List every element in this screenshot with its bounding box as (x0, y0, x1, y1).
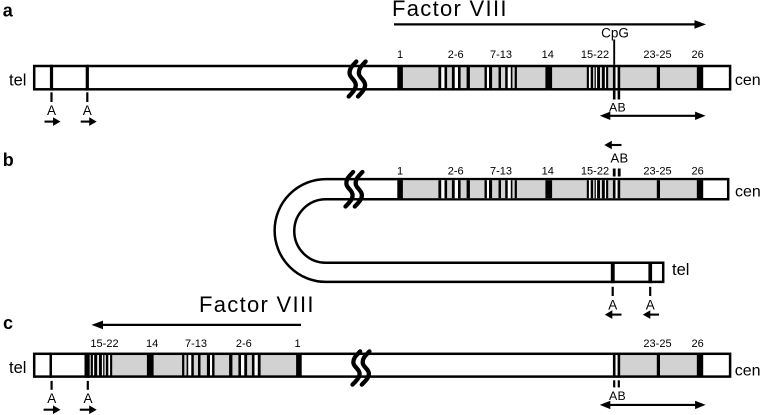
svg-text:2-6: 2-6 (448, 49, 464, 61)
svg-text:A: A (83, 391, 92, 406)
svg-text:7-13: 7-13 (490, 49, 512, 61)
svg-text:AB: AB (611, 150, 629, 165)
svg-text:tel: tel (9, 71, 26, 89)
svg-text:14: 14 (542, 166, 554, 178)
svg-text:1: 1 (294, 338, 300, 350)
svg-text:AB: AB (609, 389, 626, 403)
svg-text:A: A (83, 103, 92, 118)
svg-text:26: 26 (691, 166, 703, 178)
svg-text:a: a (3, 0, 14, 20)
svg-text:cen: cen (735, 363, 760, 380)
svg-text:2-6: 2-6 (236, 338, 252, 350)
svg-text:tel: tel (9, 359, 26, 377)
svg-text:14: 14 (146, 338, 158, 350)
svg-text:b: b (3, 150, 14, 170)
svg-text:CpG: CpG (601, 26, 629, 41)
svg-text:23-25: 23-25 (643, 49, 671, 61)
svg-text:tel: tel (672, 261, 689, 279)
svg-text:1: 1 (397, 166, 403, 178)
svg-text:AB: AB (609, 100, 626, 114)
svg-text:1: 1 (397, 49, 403, 61)
svg-text:23-25: 23-25 (643, 338, 671, 350)
svg-text:7-13: 7-13 (490, 166, 512, 178)
svg-text:15-22: 15-22 (581, 166, 609, 178)
svg-text:26: 26 (691, 338, 703, 350)
svg-text:A: A (47, 391, 56, 406)
svg-text:A: A (608, 297, 617, 312)
svg-text:15-22: 15-22 (581, 49, 609, 61)
svg-text:c: c (3, 313, 13, 333)
svg-text:14: 14 (542, 49, 554, 61)
svg-text:23-25: 23-25 (643, 166, 671, 178)
svg-text:7-13: 7-13 (185, 338, 207, 350)
svg-text:A: A (646, 297, 655, 312)
svg-text:cen: cen (735, 184, 760, 201)
svg-text:A: A (47, 103, 56, 118)
svg-text:2-6: 2-6 (448, 166, 464, 178)
svg-text:26: 26 (691, 49, 703, 61)
svg-text:15-22: 15-22 (90, 338, 118, 350)
svg-text:cen: cen (735, 72, 760, 89)
svg-text:Factor VIII: Factor VIII (392, 0, 508, 21)
svg-text:Factor VIII: Factor VIII (199, 292, 315, 317)
